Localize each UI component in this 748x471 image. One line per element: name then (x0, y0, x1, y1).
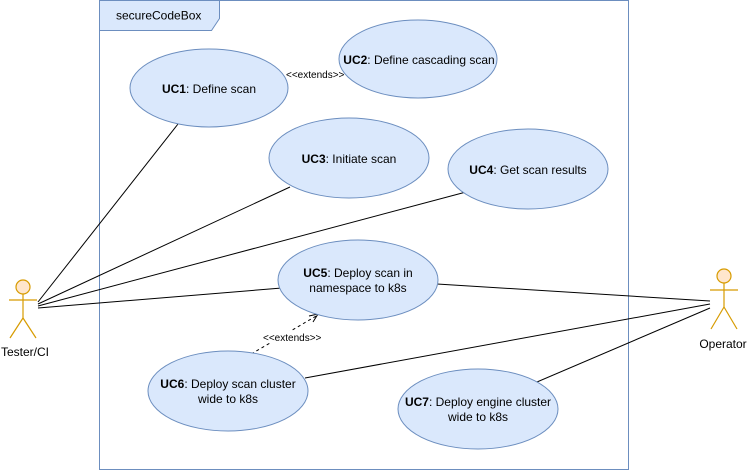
operator-head-icon (716, 268, 732, 284)
uc5-label-line1: UC5: Deploy scan in (303, 266, 412, 280)
operator-label: Operator (699, 337, 746, 351)
uc2-text: : Define cascading scan (367, 53, 494, 67)
uc3-label: UC3: Initiate scan (302, 152, 397, 166)
actor-tester[interactable] (9, 279, 37, 339)
uc4-id: UC4 (469, 163, 493, 177)
use-case-uc3[interactable] (268, 117, 430, 199)
uc4-label: UC4: Get scan results (469, 163, 586, 177)
assoc-tester-uc3 (37, 186, 291, 305)
actor-operator[interactable] (710, 268, 738, 330)
system-title: secureCodeBox (116, 9, 201, 23)
operator-leg-right (723, 306, 738, 330)
extends-label-1: <<extends>> (286, 70, 345, 81)
uc3-id: UC3 (302, 152, 326, 166)
uc7-text-1: : Deploy engine cluster (429, 395, 551, 409)
use-case-uc2[interactable] (338, 19, 498, 99)
uc6-label-line2: wide to k8s (197, 392, 258, 406)
use-case-uc4[interactable] (447, 128, 609, 210)
assoc-operator-uc5 (436, 283, 711, 302)
assoc-tester-uc5 (37, 287, 283, 309)
uc5-id: UC5 (303, 266, 327, 280)
use-case-uc5[interactable] (277, 239, 439, 321)
extends-label-bg-1 (285, 69, 347, 81)
tester-leg-right (22, 317, 37, 339)
uc5-text-1: : Deploy scan in (327, 266, 412, 280)
use-case-uc7[interactable] (397, 368, 559, 450)
uc2-label: UC2: Define cascading scan (343, 53, 494, 67)
uc6-text-1: : Deploy scan cluster (184, 377, 295, 391)
uc7-label-line2: wide to k8s (447, 410, 508, 424)
uc1-label: UC1: Define scan (162, 82, 256, 96)
assoc-tester-uc4 (37, 191, 467, 307)
uc1-id: UC1 (162, 82, 186, 96)
tester-leg-left (9, 317, 24, 339)
system-title-tab (99, 0, 220, 31)
operator-associations (304, 283, 711, 383)
uc4-text: : Get scan results (493, 163, 586, 177)
extends-uc6-uc5-line (245, 314, 319, 358)
use-case-uc6[interactable] (147, 350, 309, 432)
operator-leg-left (710, 306, 725, 330)
tester-label: Tester/CI (1, 345, 49, 359)
assoc-operator-uc7 (536, 307, 711, 383)
uc2-id: UC2 (343, 53, 367, 67)
uc3-text: : Initiate scan (326, 152, 397, 166)
extends-label-bg-2 (262, 331, 326, 343)
uc7-label-line1: UC7: Deploy engine cluster (405, 395, 551, 409)
assoc-operator-uc6 (304, 303, 711, 379)
assoc-tester-uc1 (37, 123, 179, 303)
tester-associations (37, 123, 467, 309)
use-case-uc1[interactable] (129, 48, 289, 128)
uc5-label-line2: namespace to k8s (309, 281, 406, 295)
uc1-text: : Define scan (186, 82, 256, 96)
uc6-id: UC6 (160, 377, 184, 391)
uc7-id: UC7 (405, 395, 429, 409)
extends-label-2: <<extends>> (263, 333, 322, 344)
uc6-label-line1: UC6: Deploy scan cluster (160, 377, 295, 391)
tester-head-icon (15, 279, 31, 295)
